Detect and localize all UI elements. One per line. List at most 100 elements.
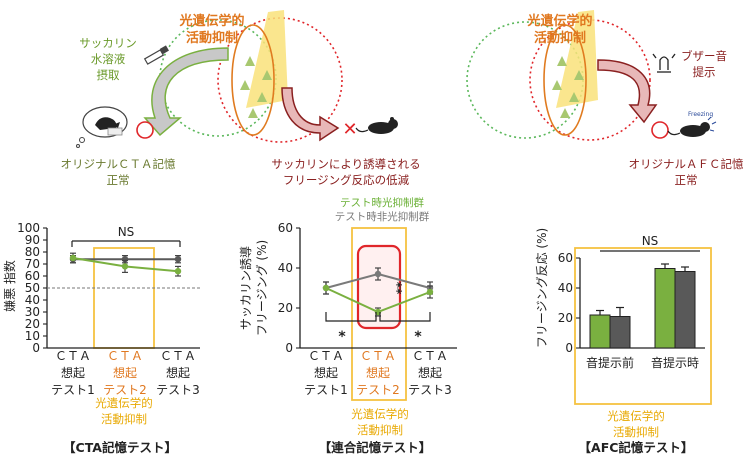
x-tick-label: 想起 (314, 365, 338, 380)
x-tick-label: 想起 (113, 365, 137, 380)
x-tick-label: テスト3 (156, 383, 200, 397)
x-tick-label: 想起 (418, 365, 442, 380)
top-left-diagram: ✕ 光遺伝学的 活動抑制 サッカリン 水溶液 摂取 オリジナルＣＴＡ記憶 正常 … (61, 10, 421, 187)
data-point (69, 254, 77, 262)
x-tick-label: ＣＴＡ (308, 349, 344, 363)
y-tick-label: 40 (558, 281, 573, 295)
small-red-circle (136, 121, 154, 139)
x-tick-label: ＣＴＡ (160, 349, 196, 363)
y-tick-label: 0 (565, 341, 573, 355)
highlight-box (351, 227, 407, 401)
y-tick-label: 60 (25, 269, 40, 283)
x-category-label: 音提示時 (651, 355, 699, 370)
neuron-icons (240, 56, 272, 118)
panel-title: 【AFC記憶テスト】 (579, 440, 694, 455)
highlight-box (574, 247, 712, 405)
x-tick-label: 想起 (366, 365, 390, 380)
freezing-label: Freezing (688, 111, 713, 118)
original-afc-memory: オリジナルＡＦＣ記憶 (629, 157, 744, 171)
ns-label: NS (118, 225, 135, 239)
legend-gray: テスト時非光抑制群 (335, 210, 430, 223)
y-tick-label: 60 (278, 221, 293, 235)
x-tick-label: ＣＴＡ (360, 349, 396, 363)
y-tick-label: 20 (25, 317, 40, 331)
y-tick-label: 10 (25, 329, 40, 343)
x-tick-label: テスト2 (103, 383, 147, 397)
caption-line2: フリージング反応の低減 (283, 173, 410, 187)
original-afc-normal: 正常 (675, 173, 698, 187)
caption-line1: サッカリンにより誘導される (271, 157, 420, 171)
small-red-circle (651, 121, 669, 139)
y-tick-label: 0 (285, 341, 293, 355)
data-point (374, 270, 382, 278)
x-tick-label: テスト1 (51, 383, 95, 397)
top-right-diagram: Freezing 光遺伝学的 活動抑制 ブザー音 提示 オリジナルＡＦＣ記憶 正… (466, 10, 744, 187)
y-tick-label: 20 (558, 311, 573, 325)
opto-caption-line2: 活動抑制 (357, 423, 403, 437)
bar (654, 268, 676, 349)
y-axis-label-line2: フリージング (%) (255, 240, 269, 336)
y-tick-label: 30 (25, 305, 40, 319)
x-category-label: 音提示前 (586, 355, 634, 370)
x-tick-label: 想起 (166, 365, 190, 380)
x-tick-label: ＣＴＡ (107, 349, 143, 363)
saccharin-label-line2: 水溶液 (91, 52, 126, 66)
sig-star-left: * (338, 329, 346, 345)
retrieval-arrow-right (281, 87, 340, 142)
sig-brackets (325, 312, 431, 322)
opto-label-line2: 活動抑制 (534, 30, 586, 46)
y-axis-label: 嫌悪 指数 (2, 260, 17, 312)
y-tick-label: 100 (17, 221, 40, 235)
y-tick-label: 50 (25, 281, 40, 295)
sig-star-right: * (414, 329, 422, 345)
data-point (174, 268, 182, 275)
data-point (121, 263, 129, 270)
y-axis-label: フリージング反応 (%) (535, 228, 549, 348)
x-tick-label: 想起 (61, 365, 85, 380)
y-tick-label: 40 (25, 293, 40, 307)
bar (674, 271, 696, 349)
buzzer-label-line1: ブザー音 (681, 49, 727, 63)
opto-caption-line1: 光遺伝学的 (351, 407, 409, 421)
saccharin-label-line1: サッカリン (79, 36, 137, 50)
ns-label: NS (642, 234, 659, 248)
x-tick-label: テスト1 (304, 383, 348, 397)
intersection-ellipse (231, 24, 275, 136)
buzzer-label-line2: 提示 (693, 65, 716, 79)
neuron-icons (552, 56, 584, 118)
y-axis-label-line1: サッカリン誘導 (239, 246, 253, 330)
retrieval-arrow-left (143, 47, 229, 137)
red-memory-circle (529, 19, 651, 141)
opto-label-line1: 光遺伝学的 (178, 13, 244, 29)
y-tick-label: 0 (32, 341, 40, 355)
y-tick-label: 60 (558, 251, 573, 265)
original-cta-memory: オリジナルＣＴＡ記憶 (61, 157, 176, 171)
data-point (322, 284, 330, 292)
data-point (426, 288, 434, 296)
original-cta-normal: 正常 (107, 173, 130, 187)
y-tick-label: 90 (25, 233, 40, 247)
y-tick-label: 70 (25, 257, 40, 271)
opto-caption-line1: 光遺伝学的 (607, 409, 665, 423)
saccharin-label-line3: 摂取 (97, 68, 120, 82)
cross-mark: ✕ (342, 119, 357, 140)
light-beam (246, 10, 288, 108)
y-tick-label: 20 (278, 301, 293, 315)
panel-title: 【CTA記憶テスト】 (63, 440, 177, 455)
y-tick-label: 80 (25, 245, 40, 259)
sig-double-star: ** (390, 282, 404, 295)
y-tick-label: 40 (278, 261, 293, 275)
bar (589, 314, 611, 349)
buzzer-icon (652, 53, 676, 73)
opto-caption-line2: 活動抑制 (613, 425, 659, 439)
opto-label-line2: 活動抑制 (186, 30, 238, 46)
x-tick-label: ＣＴＡ (55, 349, 91, 363)
x-tick-label: ＣＴＡ (412, 349, 448, 363)
opto-label-line1: 光遺伝学的 (526, 13, 592, 29)
opto-caption-line2: 活動抑制 (101, 412, 147, 426)
bar (609, 316, 631, 349)
